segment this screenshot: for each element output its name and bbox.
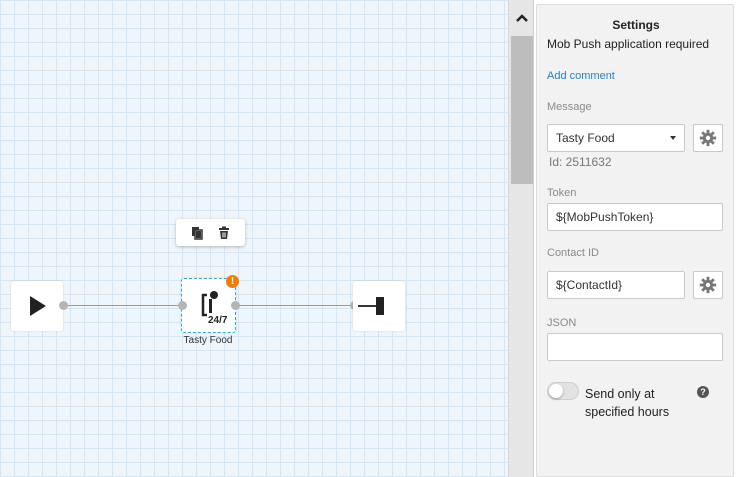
chevron-up-icon bbox=[515, 14, 528, 22]
message-select-value: Tasty Food bbox=[556, 131, 615, 145]
settings-subtitle: Mob Push application required bbox=[547, 37, 710, 51]
warning-badge: ! bbox=[226, 275, 239, 288]
message-label: Message bbox=[547, 101, 592, 113]
token-input[interactable]: ${MobPushToken} bbox=[547, 203, 723, 231]
token-label: Token bbox=[547, 187, 577, 199]
chevron-down-icon bbox=[670, 136, 676, 140]
contact-id-value: ${ContactId} bbox=[556, 278, 623, 292]
json-label: JSON bbox=[547, 317, 577, 329]
specified-hours-toggle[interactable] bbox=[547, 382, 579, 400]
push-node-label: Tasty Food bbox=[183, 335, 233, 346]
settings-title: Settings bbox=[612, 18, 660, 32]
specified-hours-label: Send only at specified hours bbox=[585, 387, 670, 419]
stop-icon bbox=[358, 297, 384, 315]
node-toolbar bbox=[176, 219, 245, 246]
push-node-badge: 24/7 bbox=[208, 315, 228, 326]
start-node[interactable] bbox=[11, 281, 63, 331]
contact-id-settings-button[interactable] bbox=[693, 271, 723, 299]
play-icon bbox=[30, 296, 46, 316]
toggle-knob bbox=[549, 384, 563, 398]
trash-icon[interactable] bbox=[217, 226, 231, 240]
contact-id-input[interactable]: ${ContactId} bbox=[547, 271, 685, 299]
end-node[interactable] bbox=[353, 281, 405, 331]
message-settings-button[interactable] bbox=[693, 124, 723, 152]
canvas-scrollbar[interactable] bbox=[509, 0, 534, 477]
help-icon[interactable]: ? bbox=[697, 386, 709, 398]
json-input[interactable] bbox=[547, 333, 723, 361]
settings-panel: Settings Mob Push application required A… bbox=[536, 4, 734, 477]
add-comment-link[interactable]: Add comment bbox=[547, 70, 615, 82]
message-id: Id: 2511632 bbox=[549, 155, 612, 169]
push-input-port[interactable] bbox=[178, 301, 187, 310]
contact-id-label: Contact ID bbox=[547, 247, 599, 259]
flow-canvas[interactable]: 24/7 ! Tasty Food bbox=[0, 0, 509, 477]
message-select[interactable]: Tasty Food bbox=[547, 124, 685, 152]
copy-icon[interactable] bbox=[190, 226, 204, 240]
connector-start-push bbox=[63, 305, 183, 306]
start-output-port[interactable] bbox=[59, 301, 68, 310]
scroll-up-button[interactable] bbox=[509, 8, 534, 28]
gear-icon bbox=[699, 129, 717, 147]
mob-push-icon bbox=[201, 291, 218, 317]
gear-icon bbox=[699, 276, 717, 294]
connector-push-end bbox=[235, 305, 355, 306]
push-output-port[interactable] bbox=[231, 301, 240, 310]
mob-push-node[interactable]: 24/7 bbox=[181, 278, 236, 333]
scroll-thumb[interactable] bbox=[511, 36, 533, 184]
token-value: ${MobPushToken} bbox=[556, 210, 654, 224]
